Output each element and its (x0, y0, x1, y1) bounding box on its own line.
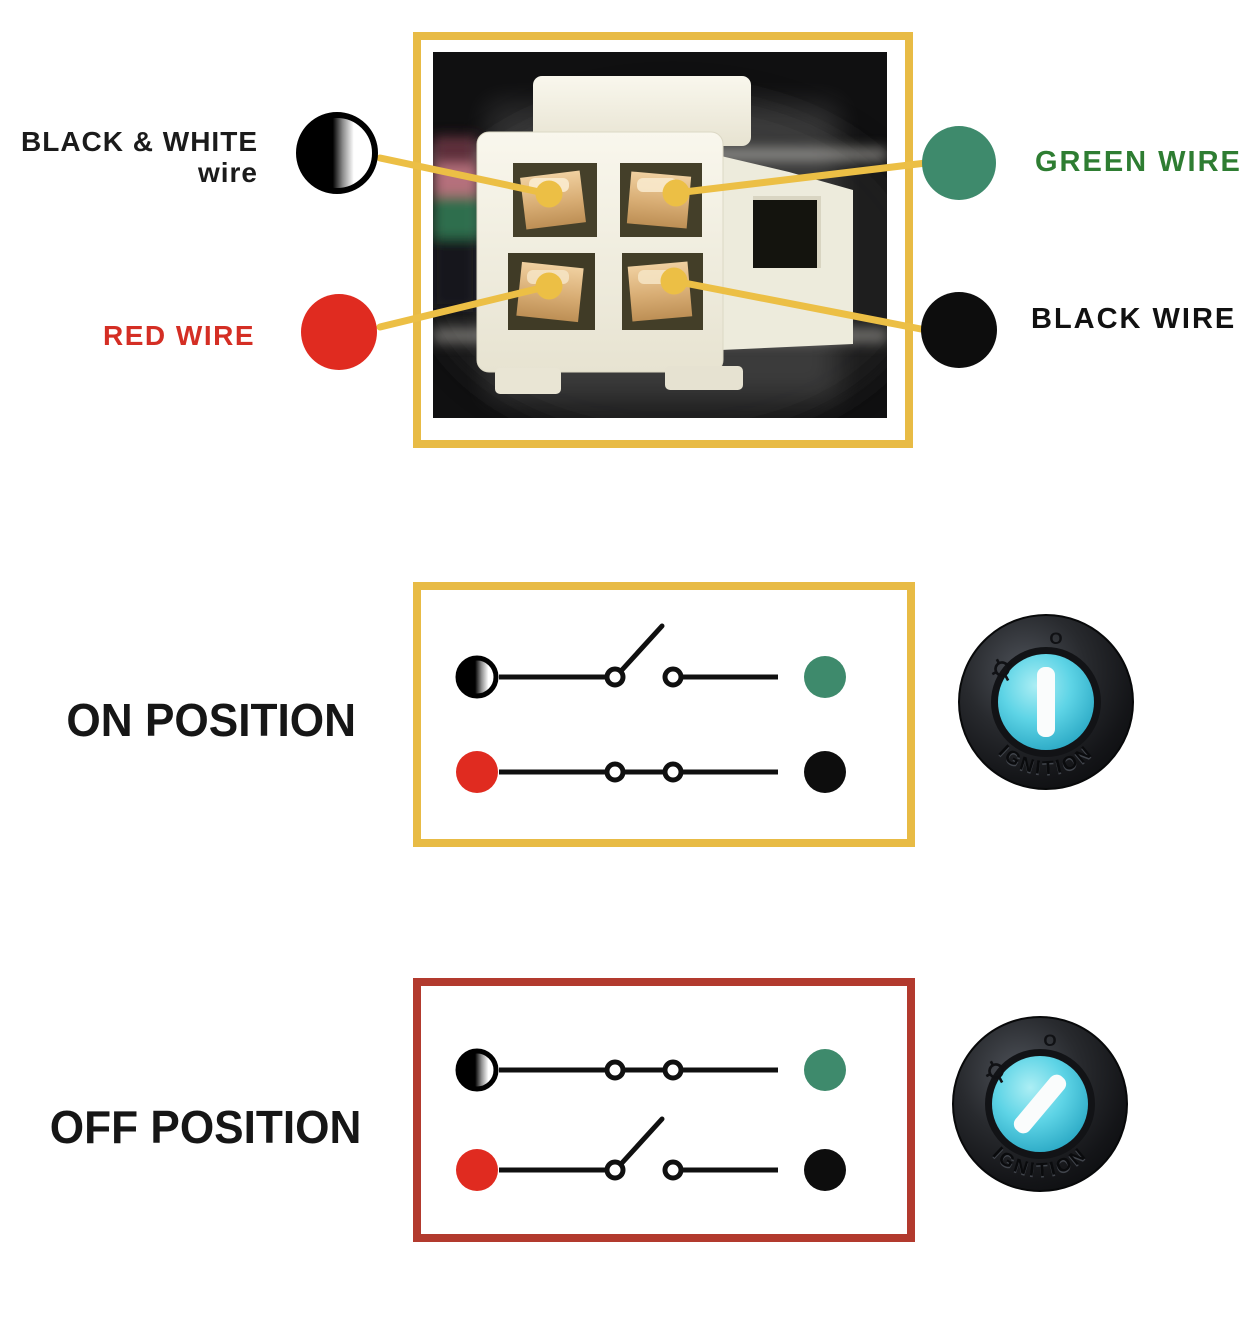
red-wire-dot (301, 294, 377, 370)
green-wire-label: GREEN WIRE (1035, 146, 1242, 178)
on-position-title: ON POSITION (66, 694, 356, 746)
off-marker-glyph: O (1049, 629, 1062, 648)
off-position-switch-rows (455, 1048, 846, 1191)
off-position-title: OFF POSITION (49, 1101, 362, 1153)
key-symbol-icon (991, 658, 1013, 682)
black-white-wire-label-line1: BLACK & WHITE (21, 126, 258, 157)
ignition-switch-off: IGNITION IGNITION O (952, 1016, 1128, 1192)
green-wire-dot (922, 126, 996, 200)
key-symbol-icon (985, 1060, 1007, 1084)
black-white-wire-label-line2: wire (197, 157, 258, 189)
ignition-switch-on: IGNITION IGNITION O (958, 614, 1134, 790)
connector-top-tab (533, 76, 751, 146)
on-position-diagram (413, 582, 915, 847)
switch-row-red-wire-to-black-wire (456, 751, 846, 793)
off-marker-glyph: O (1043, 1031, 1056, 1050)
switch-row-red-wire-to-black-wire (456, 1116, 846, 1191)
black-wire-dot (921, 292, 997, 368)
key-slot-off (1013, 1074, 1067, 1134)
on-position-switch-rows (455, 623, 846, 793)
connector-photo (418, 52, 928, 442)
black-white-wire-label: BLACK & WHITE wire (18, 126, 258, 189)
switch-row-black-white-wire-to-green-wire (455, 1048, 846, 1092)
connector-4pin-illustration (418, 52, 928, 442)
switch-row-black-white-wire-to-green-wire (455, 623, 846, 699)
black-wire-label: BLACK WIRE (1031, 303, 1237, 335)
key-slot-on (1037, 667, 1055, 737)
off-position-diagram (413, 978, 915, 1242)
black-white-wire-dot (296, 112, 378, 194)
blurred-wires (433, 136, 481, 308)
red-wire-label: RED WIRE (103, 320, 255, 351)
